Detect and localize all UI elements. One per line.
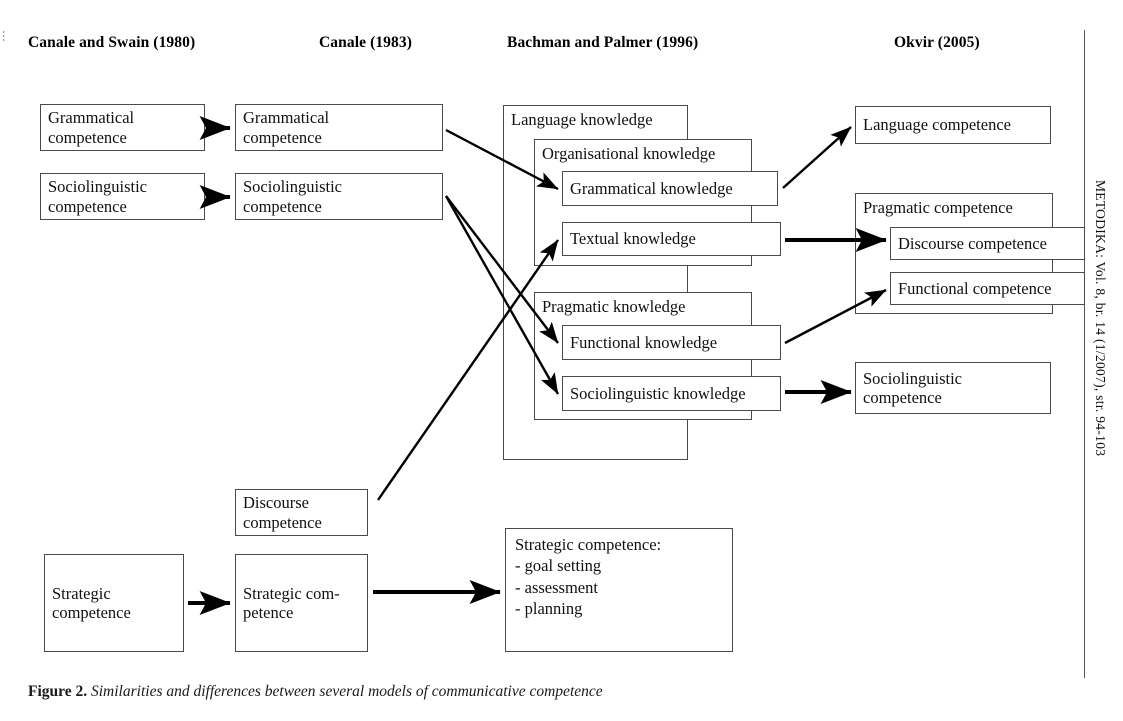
- box-label: Strategic competence: - goal setting - a…: [515, 535, 662, 619]
- box-functional-knowledge: Functional knowledge: [562, 325, 781, 360]
- box-label: Pragmatic knowledge: [542, 297, 686, 316]
- arrow-bp-gram-to-ok-language: [782, 126, 852, 189]
- box-canale-swain-sociolinguistic-competence: Sociolinguistic competence: [40, 173, 205, 220]
- box-label: Textual knowledge: [570, 229, 696, 249]
- column-header-canale-1983: Canale (1983): [319, 34, 412, 51]
- box-textual-knowledge: Textual knowledge: [562, 222, 781, 256]
- column-header-canale-swain-1980: Canale and Swain (1980): [28, 34, 196, 51]
- page-rule-divider: [1084, 30, 1085, 678]
- box-label: Discourse competence: [243, 493, 322, 532]
- box-label: Strategic competence: [52, 583, 131, 622]
- page-edge-mark: …: [2, 30, 14, 41]
- box-label: Strategic com- petence: [243, 583, 340, 622]
- box-label: Language competence: [863, 115, 1011, 135]
- column-header-bachman-palmer-1996: Bachman and Palmer (1996): [507, 34, 699, 51]
- box-label: Pragmatic competence: [863, 198, 1013, 217]
- box-canale-discourse-competence: Discourse competence: [235, 489, 368, 536]
- column-header-okvir-2005: Okvir (2005): [894, 34, 980, 51]
- box-label: Sociolinguistic competence: [863, 368, 962, 407]
- box-label: Grammatical knowledge: [570, 178, 733, 198]
- box-label: Sociolinguistic competence: [48, 177, 147, 216]
- box-label: Functional competence: [898, 278, 1052, 298]
- running-head-text: METODIKA: Vol. 8, br. 14 (1/2007), str. …: [1093, 180, 1108, 457]
- box-label: Grammatical competence: [243, 108, 330, 147]
- box-canale-swain-grammatical-competence: Grammatical competence: [40, 104, 205, 151]
- box-label: Sociolinguistic knowledge: [570, 383, 746, 403]
- box-sociolinguistic-knowledge: Sociolinguistic knowledge: [562, 376, 781, 411]
- box-canale-sociolinguistic-competence: Sociolinguistic competence: [235, 173, 443, 220]
- box-canale-strategic-competence: Strategic com- petence: [235, 554, 368, 652]
- box-canale-grammatical-competence: Grammatical competence: [235, 104, 443, 151]
- box-discourse-competence: Discourse competence: [890, 227, 1085, 260]
- box-label: Sociolinguistic competence: [243, 177, 342, 216]
- box-functional-competence: Functional competence: [890, 272, 1085, 305]
- box-label: Organisational knowledge: [542, 144, 716, 163]
- box-label: Discourse competence: [898, 233, 1047, 253]
- figure-caption-text: Similarities and differences between sev…: [91, 683, 603, 700]
- box-okvir-sociolinguistic-competence: Sociolinguistic competence: [855, 362, 1051, 414]
- box-label: Language knowledge: [511, 110, 653, 129]
- box-language-competence: Language competence: [855, 106, 1051, 144]
- box-bachman-strategic-competence: Strategic competence: - goal setting - a…: [505, 528, 733, 652]
- box-canale-swain-strategic-competence: Strategic competence: [44, 554, 184, 652]
- box-label: Grammatical competence: [48, 108, 135, 147]
- figure-caption-number: Figure 2.: [28, 683, 88, 700]
- box-grammatical-knowledge: Grammatical knowledge: [562, 171, 778, 206]
- box-label: Functional knowledge: [570, 332, 718, 352]
- figure-caption: Figure 2. Similarities and differences b…: [28, 683, 603, 701]
